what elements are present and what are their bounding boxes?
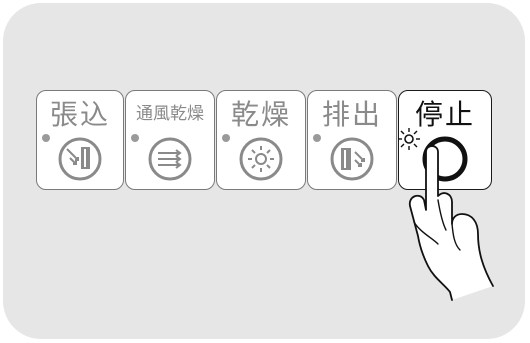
pointing-hand-icon: [0, 0, 530, 343]
